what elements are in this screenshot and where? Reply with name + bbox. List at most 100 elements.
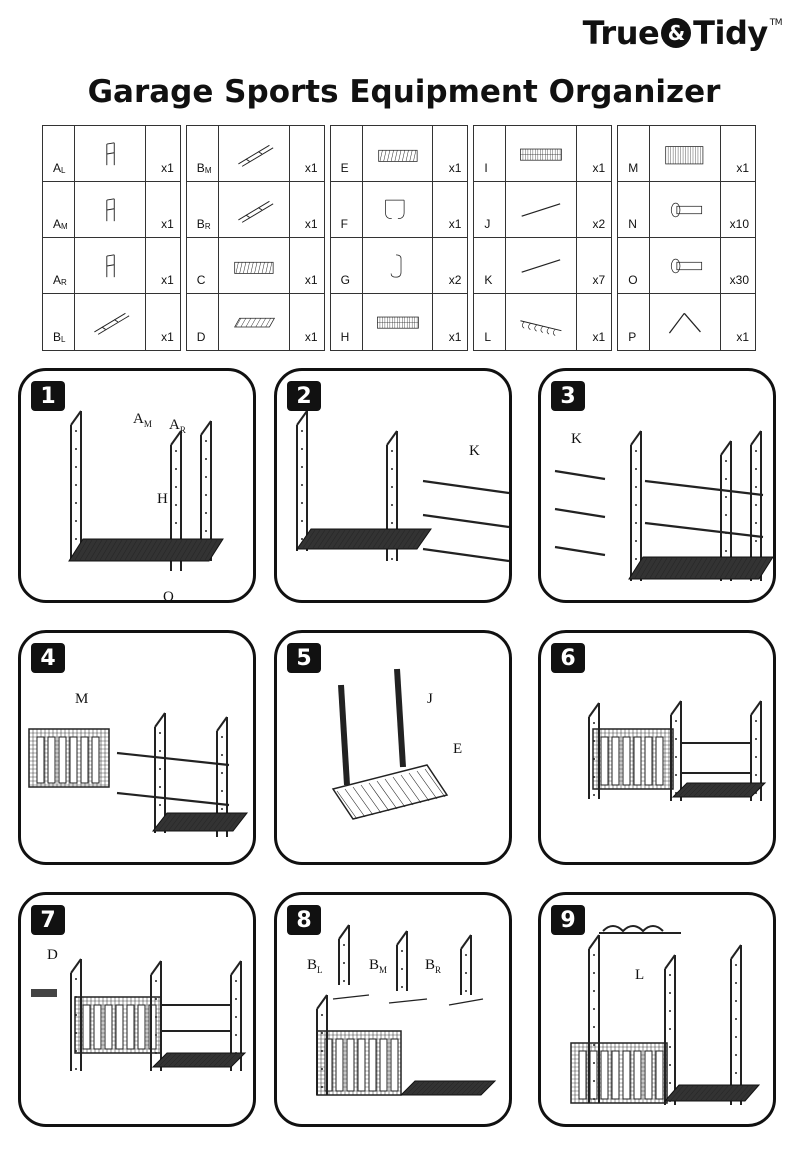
bolt-icon <box>671 258 703 273</box>
part-image <box>506 126 578 181</box>
brand-ampersand: & <box>661 18 692 48</box>
part-callout: L <box>635 967 644 984</box>
part-image <box>75 182 146 237</box>
side-frame-icon <box>106 197 115 221</box>
callout-subscript: R <box>179 425 186 435</box>
step-illustration <box>28 712 249 837</box>
part-letter: J <box>484 217 491 231</box>
part-letter: B <box>53 330 62 344</box>
step-number: 6 <box>551 643 585 673</box>
callout-subscript: M <box>143 419 152 429</box>
callout-letter: B <box>307 957 318 973</box>
part-label: O <box>618 238 651 293</box>
part-image <box>75 126 146 181</box>
part-image <box>650 126 721 181</box>
part-quantity: x1 <box>304 330 318 344</box>
step-illustration <box>570 925 761 1105</box>
part-letter: H <box>340 330 350 344</box>
part-letter: F <box>340 217 348 231</box>
rod-icon <box>521 202 561 217</box>
part-quantity: x2 <box>448 273 462 287</box>
part-image <box>650 182 721 237</box>
part-label: F <box>331 182 363 237</box>
callout-letter: B <box>369 957 380 973</box>
part-letter: A <box>53 273 62 287</box>
part-image <box>219 238 290 293</box>
part-letter: N <box>628 217 637 231</box>
part-quantity: x1 <box>592 330 606 344</box>
callout-letter: H <box>157 491 168 507</box>
part-label: D <box>187 294 219 350</box>
callout-letter: O <box>163 589 174 605</box>
part-letter: P <box>628 330 637 344</box>
part-quantity: x2 <box>592 217 606 231</box>
part-image <box>75 294 146 350</box>
part-letter: M <box>628 161 639 175</box>
step-panel-6: 6 <box>538 630 776 865</box>
part-letter: E <box>340 161 349 175</box>
step-number: 5 <box>287 643 321 673</box>
callout-subscript: L <box>317 965 323 975</box>
step-illustration <box>588 700 767 801</box>
callout-letter: E <box>453 741 463 757</box>
step-number: 8 <box>287 905 321 935</box>
callout-letter: L <box>635 967 645 983</box>
part-callout: D <box>47 947 58 964</box>
part-image <box>219 294 290 350</box>
trademark-mark: TM <box>769 18 783 28</box>
part-quantity: x1 <box>448 217 462 231</box>
part-letter: O <box>628 273 638 287</box>
part-subscript: M <box>61 222 68 231</box>
part-callout: BR <box>425 957 441 975</box>
basket-icon <box>234 261 274 274</box>
top-frame-icon <box>94 312 130 335</box>
part-label: G <box>331 238 363 293</box>
callout-letter: A <box>133 411 144 427</box>
part-image <box>219 126 290 181</box>
brand-left: True <box>582 14 660 52</box>
part-quantity: x1 <box>304 273 318 287</box>
part-letter: B <box>196 161 205 175</box>
part-image <box>506 182 578 237</box>
brand-logo: True & Tidy TM <box>582 14 783 52</box>
part-image <box>363 238 434 293</box>
part-callout: O <box>163 589 174 606</box>
part-label: K <box>474 238 507 293</box>
callout-letter: K <box>469 443 480 459</box>
part-image <box>650 238 721 293</box>
double-hook-icon <box>384 199 405 219</box>
part-letter: A <box>53 161 62 175</box>
mesh-shelf-icon <box>376 316 419 329</box>
part-callout: J <box>427 691 433 708</box>
side-frame-icon <box>106 253 115 277</box>
part-label: C <box>187 238 219 293</box>
basket-icon <box>377 149 418 162</box>
step-illustration <box>68 410 224 571</box>
part-image <box>506 238 578 293</box>
part-label: P <box>618 294 651 350</box>
part-quantity: x7 <box>592 273 606 287</box>
part-image <box>363 294 434 350</box>
part-image <box>75 238 146 293</box>
callout-subscript: R <box>435 965 442 975</box>
part-subscript: R <box>61 278 67 287</box>
